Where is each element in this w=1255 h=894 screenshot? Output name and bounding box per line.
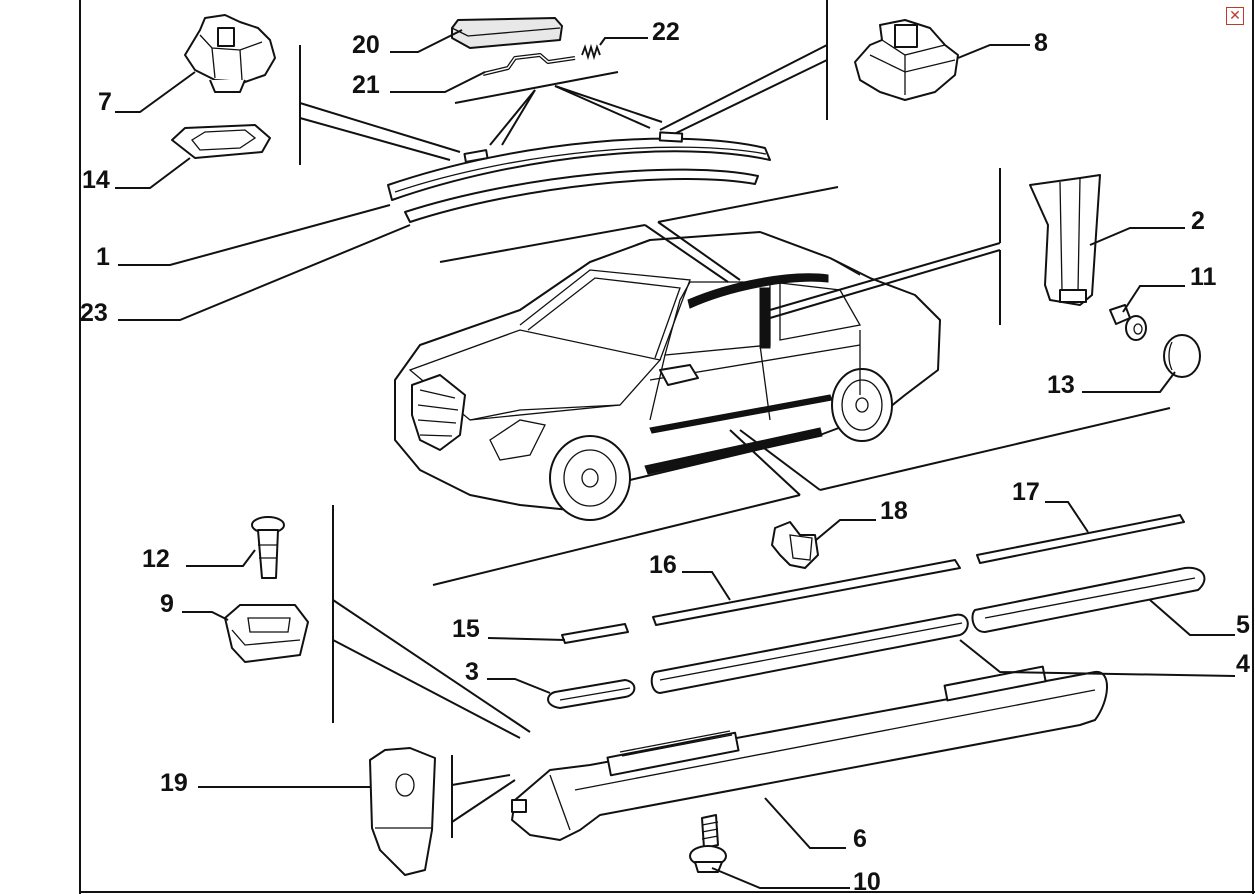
clip-part-9 [224,604,309,663]
strip-part-17 [976,514,1185,564]
strip-part-16 [652,559,961,626]
pillar-trim-part-2 [1029,174,1101,306]
spring-part-22 [581,43,601,61]
callout-22: 22 [652,18,680,46]
callout-11: 11 [1190,263,1217,291]
callout-17: 17 [1012,478,1040,506]
leader-lines [115,29,1236,889]
callout-16: 16 [649,551,677,579]
callout-18: 18 [880,497,908,525]
screw-part-11 [1109,304,1147,341]
pin-part-12 [251,516,285,579]
clip-part-7 [184,14,276,93]
close-icon[interactable]: ✕ [1226,7,1244,25]
callout-9: 9 [160,590,174,618]
moulding-part-4 [650,613,969,694]
moulding-part-5 [971,566,1206,633]
callout-20: 20 [352,31,380,59]
bracket-part-19 [369,747,436,876]
sill-cover-part-6 [511,665,1108,841]
callout-14: 14 [82,166,110,194]
callout-19: 19 [160,769,188,797]
callout-23: 23 [80,299,108,327]
moulding-end-part-3 [547,679,636,709]
callout-12: 12 [142,545,170,573]
wire-clip-part-21 [482,53,576,76]
callout-6: 6 [853,825,867,853]
strip-part-15 [561,623,629,644]
clip-part-8 [854,19,959,101]
callout-3: 3 [465,658,479,686]
roof-strip-part-23 [404,168,759,223]
car-illustration [394,168,1171,586]
lower-callout-lines [332,505,531,838]
callout-numbers: 20 21 22 7 14 1 23 8 2 11 13 12 9 19 18 … [80,18,1250,894]
callout-4: 4 [1236,650,1250,678]
callout-10: 10 [853,868,881,894]
roof-moulding-part-1 [387,131,771,201]
cap-part-13 [1163,334,1201,378]
clip-part-18 [771,521,819,569]
callout-2: 2 [1191,207,1205,235]
callout-13: 13 [1047,371,1075,399]
roof-callout-lines [299,0,828,165]
flat-clip-part-14 [171,124,271,159]
pad-part-20 [451,17,563,49]
diagram-frame [79,0,1255,894]
callout-21: 21 [352,71,380,99]
callout-1: 1 [96,243,110,271]
screw-part-10 [689,814,727,873]
callout-7: 7 [98,88,112,116]
callout-8: 8 [1034,29,1048,57]
callout-5: 5 [1236,611,1250,639]
callout-15: 15 [452,615,480,643]
